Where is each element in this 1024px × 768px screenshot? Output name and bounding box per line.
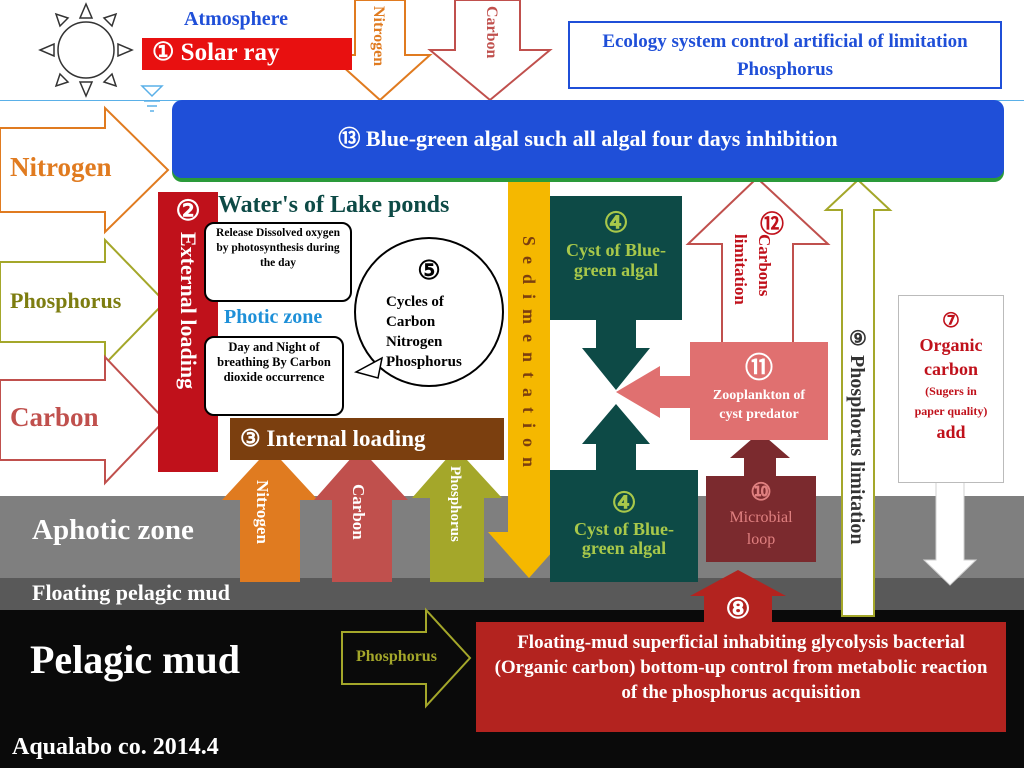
external-loading-bar: ② External loading [158, 192, 218, 472]
top-nitrogen-label: Nitrogen [370, 6, 387, 67]
zooplankton-arrow [616, 366, 690, 418]
internal-phosphorus-arrow [412, 448, 502, 582]
left-phosphorus-arrow [0, 237, 167, 367]
cyst-up-arrow [582, 404, 650, 470]
top-carbon-label: Carbon [483, 6, 500, 59]
bacteria-num: ⑧ [725, 594, 751, 625]
carbons-limitation-text: Carbons limitation [731, 234, 774, 305]
organic-carbon-num: ⑦ [942, 310, 960, 332]
left-nitrogen-label: Nitrogen [10, 152, 112, 182]
sun-icon [38, 2, 134, 98]
mud-phosphorus-label: Phosphorus [356, 648, 437, 665]
sedimentation-label: Sedimentation [519, 236, 539, 478]
phosphorus-limitation-label: ⑨ Phosphorus limitation [846, 326, 868, 545]
floating-mud-label: Floating pelagic mud [32, 580, 231, 605]
water-level-icon [140, 85, 164, 112]
organic-carbon-line2: (Sugers in paper quality) [914, 384, 988, 418]
organic-carbon-line3: add [936, 422, 966, 442]
cyst-bottom-box: ④ Cyst of Blue-green algal [550, 470, 698, 582]
bacteria-up-arrow [690, 570, 786, 622]
cycle-num: ⑤ [417, 256, 441, 285]
organic-carbon-arrow [922, 479, 978, 586]
banner-13: ⑬ Blue-green algal such all algal four d… [172, 100, 1004, 178]
cyst-bottom-text: Cyst of Blue-green algal [574, 519, 674, 558]
cyst-top-num: ④ [603, 208, 629, 239]
microbial-text: Microbial loop [729, 509, 793, 548]
release-text: Release Dissolved oxygen by photosynthes… [216, 227, 340, 269]
photic-zone-label: Photic zone [224, 306, 323, 328]
solar-ray-label: ① Solar ray [142, 38, 352, 70]
left-nitrogen-arrow [0, 105, 170, 235]
microbial-up-arrow [730, 432, 790, 480]
left-phosphorus-label: Phosphorus [10, 288, 122, 313]
pelagic-mud-label: Pelagic mud [30, 637, 240, 682]
phosphorus-limitation-arrow [823, 178, 893, 617]
left-carbon-arrow [0, 354, 167, 486]
left-carbon-label: Carbon [10, 402, 99, 432]
lake-title: Water's of Lake ponds [218, 192, 450, 218]
microbial-num: ⑩ [750, 480, 772, 506]
aphotic-zone-label: Aphotic zone [32, 514, 194, 546]
breathing-text: Day and Night of breathing By Carbon dio… [217, 340, 331, 384]
organic-carbon-box: ⑦ Organic carbon (Sugers in paper qualit… [898, 295, 1004, 483]
internal-nitrogen-arrow [222, 448, 318, 582]
microbial-box: ⑩ Microbial loop [706, 476, 816, 562]
sedimentation-arrow [488, 182, 570, 578]
footer-credit: Aqualabo co. 2014.4 [12, 734, 219, 760]
internal-phosphorus-label: Phosphorus [447, 466, 463, 542]
organic-carbon-line1: Organic carbon [919, 335, 983, 379]
bacteria-box: Floating-mud superficial inhabiting glyc… [476, 622, 1006, 732]
bacteria-text: Floating-mud superficial inhabiting glyc… [494, 632, 988, 703]
breathing-box: Day and Night of breathing By Carbon dio… [204, 336, 344, 416]
mud-phosphorus-arrow [341, 607, 472, 709]
cyst-down-arrow [582, 320, 650, 390]
internal-nitrogen-label: Nitrogen [253, 480, 272, 544]
title-box: Ecology system control artificial of lim… [568, 21, 1002, 89]
cycle-text: Cycles of Carbon Nitrogen Phosphorus [386, 294, 462, 370]
cyst-top-box: ④ Cyst of Blue-green algal [550, 196, 682, 320]
carbons-limitation-num: ⑫ [760, 212, 784, 238]
external-loading-label: External loading [176, 232, 201, 390]
title-text: Ecology system control artificial of lim… [602, 31, 968, 80]
internal-carbon-label: Carbon [349, 484, 368, 540]
zooplankton-text: Zooplankton of cyst predator [712, 388, 806, 422]
cyst-top-text: Cyst of Blue-green algal [566, 240, 666, 280]
cycle-circle [354, 237, 504, 387]
release-box: Release Dissolved oxygen by photosynthes… [204, 222, 352, 302]
zooplankton-num: ⑪ [744, 353, 773, 384]
cyst-bottom-num: ④ [611, 488, 637, 519]
banner-13-text: ⑬ Blue-green algal such all algal four d… [338, 126, 838, 151]
atmosphere-label: Atmosphere [184, 8, 289, 30]
top-carbon-arrow [427, 0, 553, 102]
zooplankton-box: ⑪ Zooplankton of cyst predator [690, 342, 828, 440]
internal-carbon-arrow [314, 448, 408, 582]
external-loading-num: ② [175, 196, 201, 227]
internal-loading-bar: ③ Internal loading [230, 418, 504, 460]
cycle-pointer-arrow [353, 356, 384, 379]
